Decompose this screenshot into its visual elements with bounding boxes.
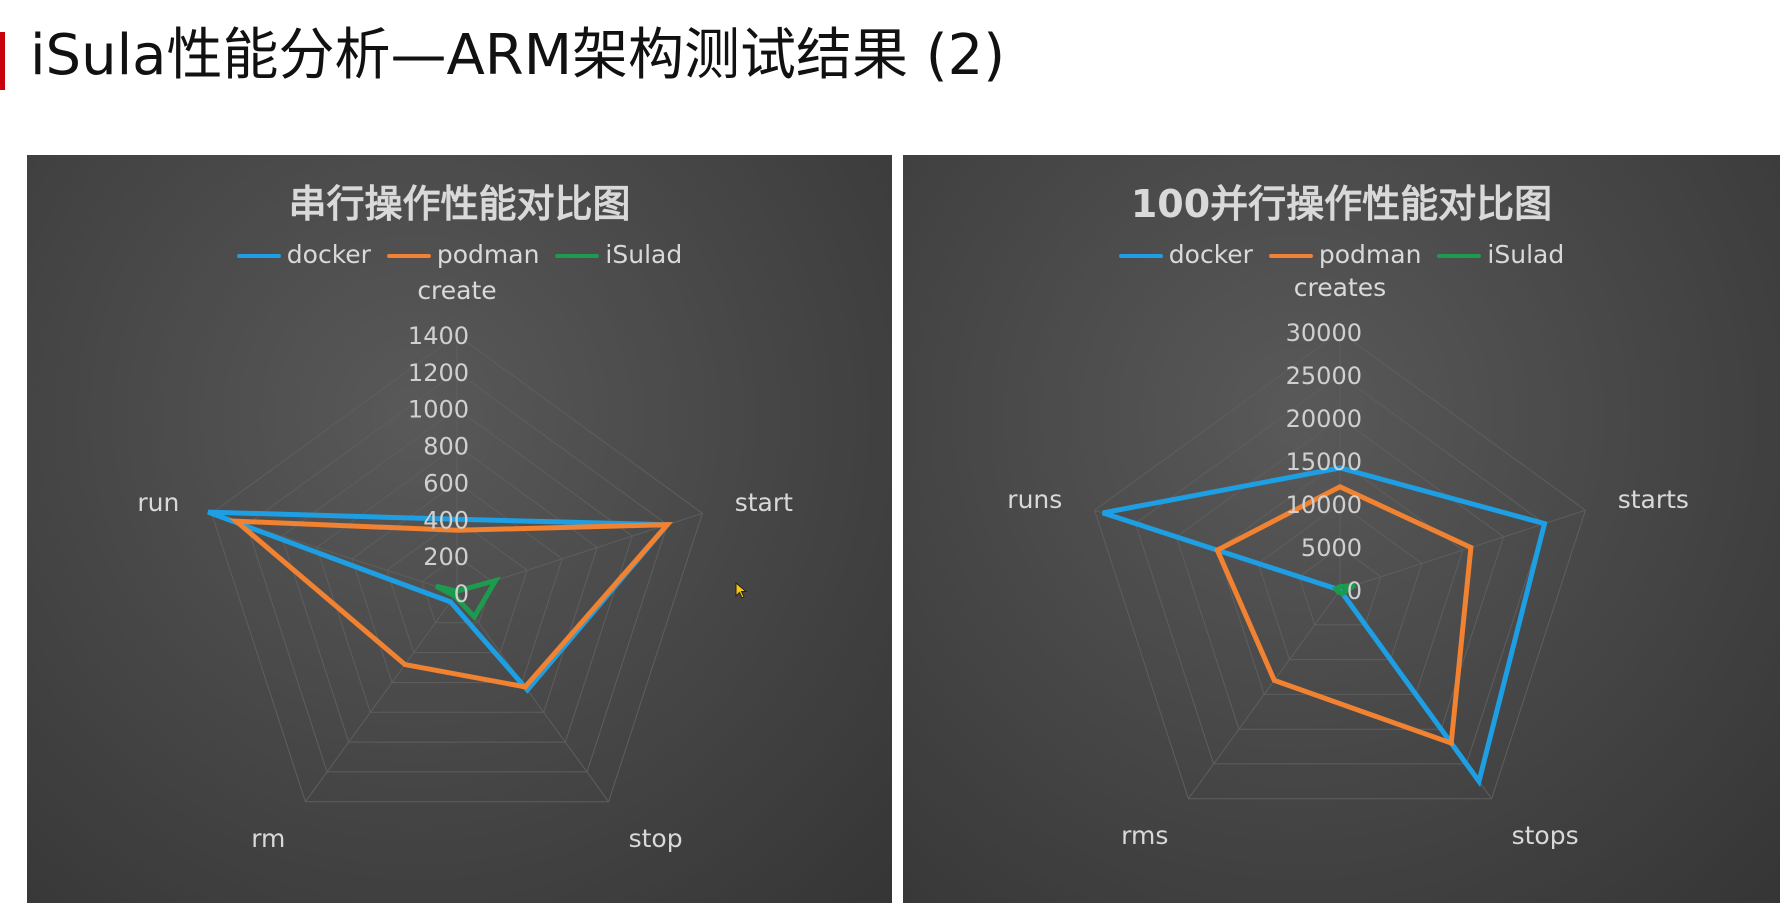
series-podman-line <box>229 518 673 690</box>
axis-label-rms: rms <box>1121 821 1168 850</box>
legend-swatch-podman <box>1268 254 1313 258</box>
parallel-radar-chart: 0 5000 10000 15000 20000 25000 30000 creates sta… <box>1007 273 1689 850</box>
legend-item-isulad: iSulad <box>555 240 682 269</box>
serial-radar-chart: 0 200 400 600 800 1000 1200 1400 create start stop… <box>137 276 793 853</box>
legend-item-podman: podman <box>386 240 540 269</box>
legend-swatch-isulad <box>555 254 600 258</box>
radial-tick-label: 15000 <box>1286 448 1362 476</box>
series-docker-line <box>1102 465 1548 788</box>
radial-tick-label: 5000 <box>1301 534 1362 562</box>
radar-gridline <box>1298 546 1382 626</box>
axis-label-runs: runs <box>1007 485 1062 514</box>
radial-tick-label: 600 <box>423 469 469 497</box>
radial-tick-label: 25000 <box>1286 362 1362 390</box>
radar-gridline <box>386 518 528 654</box>
radar-grid <box>1094 331 1586 800</box>
radar-gridline <box>421 555 493 624</box>
radar-gridline <box>1094 331 1586 800</box>
axis-label-starts: starts <box>1618 485 1689 514</box>
radial-tick-label: 10000 <box>1286 491 1362 519</box>
axis-label-creates: creates <box>1294 273 1386 302</box>
legend-label: docker <box>1168 240 1253 269</box>
axis-label-stops: stops <box>1512 821 1579 850</box>
radial-tick-label: 20000 <box>1286 405 1362 433</box>
legend-swatch-isulad <box>1437 254 1482 258</box>
radar-spoke <box>1187 589 1341 799</box>
series-isulad-line <box>434 576 501 622</box>
serial-chart-panel: 串行操作性能对比图 docker podman iSulad 0 200 400 60… <box>27 155 892 903</box>
chart-legend: docker podman iSulad <box>27 240 892 269</box>
title-accent-bar <box>0 32 5 90</box>
legend-swatch-podman <box>386 254 431 258</box>
radar-gridline <box>246 371 668 773</box>
legend-item-docker: docker <box>1118 240 1253 269</box>
legend-item-docker: docker <box>236 240 371 269</box>
legend-label: iSulad <box>605 240 683 269</box>
series-isulad-line <box>1332 582 1357 597</box>
legend-swatch-docker <box>1118 254 1163 258</box>
radial-tick-label: 0 <box>454 580 469 608</box>
legend-label: docker <box>286 240 371 269</box>
radar-gridline <box>211 334 703 803</box>
radial-tick-label: 30000 <box>1286 319 1362 347</box>
radial-tick-label: 1400 <box>408 322 469 350</box>
radar-gridline <box>1175 417 1505 730</box>
legend-swatch-docker <box>236 254 281 258</box>
legend-label: podman <box>436 240 540 269</box>
radar-gridline <box>351 481 563 683</box>
page-title: iSula性能分析—ARM架构测试结果 (2) <box>30 23 1006 88</box>
radar-gridline <box>1257 503 1423 661</box>
legend-label: iSulad <box>1487 240 1565 269</box>
radial-tick-label: 1200 <box>408 359 469 387</box>
axis-label-stop: stop <box>629 824 683 853</box>
axis-label-create: create <box>417 276 496 305</box>
axis-label-rm: rm <box>251 824 285 853</box>
legend-label: podman <box>1318 240 1422 269</box>
legend-item-podman: podman <box>1268 240 1422 269</box>
chart-title: 串行操作性能对比图 <box>288 182 631 226</box>
axis-label-start: start <box>735 488 793 517</box>
chart-legend: docker podman iSulad <box>903 240 1780 269</box>
radial-tick-label: 800 <box>423 433 469 461</box>
series-podman-line <box>1214 484 1474 747</box>
legend-item-isulad: iSulad <box>1437 240 1564 269</box>
radial-tick-label: 400 <box>423 506 469 534</box>
radar-spoke <box>304 592 458 802</box>
radial-tick-label: 0 <box>1347 577 1362 605</box>
parallel-chart-panel: 100并行操作性能对比图 docker podman iSulad 0 5000 1… <box>903 155 1780 903</box>
radar-gridline <box>316 444 598 713</box>
radar-spoke <box>1339 509 1586 591</box>
axis-label-run: run <box>137 488 179 517</box>
radial-tick-label: 200 <box>423 543 469 571</box>
chart-title: 100并行操作性能对比图 <box>1130 182 1553 226</box>
mouse-cursor-icon <box>735 582 748 599</box>
radar-spoke <box>456 592 610 802</box>
radial-tick-label: 1000 <box>408 396 469 424</box>
